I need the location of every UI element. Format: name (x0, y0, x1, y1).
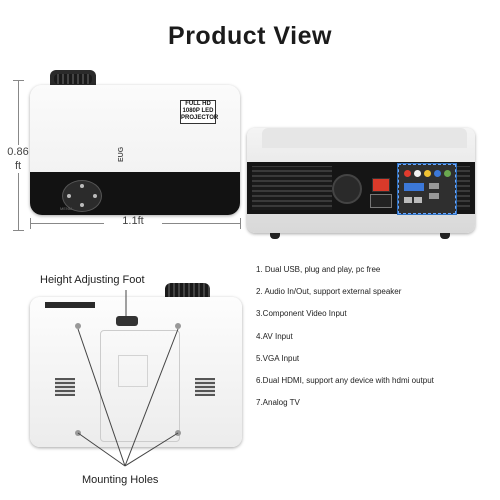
height-unit: ft (14, 160, 22, 172)
usb-port-2 (414, 197, 422, 203)
menu-label: MENU (60, 206, 72, 211)
height-dimension-cap-top (13, 80, 24, 81)
height-value: 0.86 (7, 146, 29, 158)
speaker-grille-right (195, 378, 215, 396)
io-ports-panel (398, 164, 456, 214)
feature-item: 5.VGA Input (256, 353, 300, 363)
rear-foot-right (440, 233, 450, 239)
mounting-pointer-3 (77, 432, 126, 467)
feature-item: 2. Audio In/Out, support external speake… (256, 287, 402, 297)
height-adjusting-foot-label: Height Adjusting Foot (40, 274, 145, 286)
height-adjusting-foot (116, 316, 138, 326)
port-green (444, 170, 451, 177)
speaker-grille-left (55, 378, 75, 396)
projector-direction-pad (62, 180, 102, 212)
bottom-cover-plate (100, 330, 180, 442)
mounting-holes-label: Mounting Holes (82, 474, 159, 486)
rear-foot-left (270, 233, 280, 239)
rear-vent-left (252, 166, 332, 210)
keystone-knob (332, 174, 362, 204)
port-white (414, 170, 421, 177)
port-red (404, 170, 411, 177)
port-blue (434, 170, 441, 177)
feature-item: 3.Component Video Input (256, 309, 347, 319)
usb-port (404, 197, 412, 203)
page-title: Product View (168, 22, 332, 50)
feature-item: 6.Dual HDMI, support any device with hdm… (256, 375, 434, 385)
feature-item: 1. Dual USB, plug and play, pc free (256, 265, 381, 274)
bottom-slot (45, 302, 95, 308)
bottom-inner-panel (118, 355, 148, 387)
hdmi-port (429, 183, 439, 189)
lens-focus-ring (54, 74, 92, 84)
width-dimension-cap-right (240, 218, 241, 229)
projector-rear-top (262, 128, 467, 148)
width-dimension-cap-left (30, 218, 31, 229)
mounting-hole (175, 323, 181, 329)
full-hd-badge: FULL HD 1080P LED PROJECTOR (180, 100, 218, 124)
mounting-pointer-1 (77, 328, 126, 467)
port-yellow (424, 170, 431, 177)
hdmi-port-2 (429, 193, 439, 199)
feature-list: 1. Dual USB, plug and play, pc free 2. A… (256, 264, 496, 419)
width-dimension-label: 1.1ft (104, 215, 162, 227)
feature-item: 4.AV Input (256, 331, 293, 341)
vga-port (404, 183, 424, 191)
mounting-pointer-4 (124, 432, 179, 467)
mounting-pointer-2 (124, 328, 179, 467)
power-switch (372, 178, 390, 192)
feature-item: 7.Analog TV (256, 398, 300, 408)
left-arrow-icon (67, 194, 71, 198)
ac-power-socket (370, 194, 392, 208)
down-arrow-icon (80, 203, 84, 207)
up-arrow-icon (80, 184, 84, 188)
projector-lens-bottom (165, 283, 210, 299)
right-arrow-icon (93, 194, 97, 198)
mounting-hole (75, 323, 81, 329)
height-dimension-cap-bottom (13, 230, 24, 231)
